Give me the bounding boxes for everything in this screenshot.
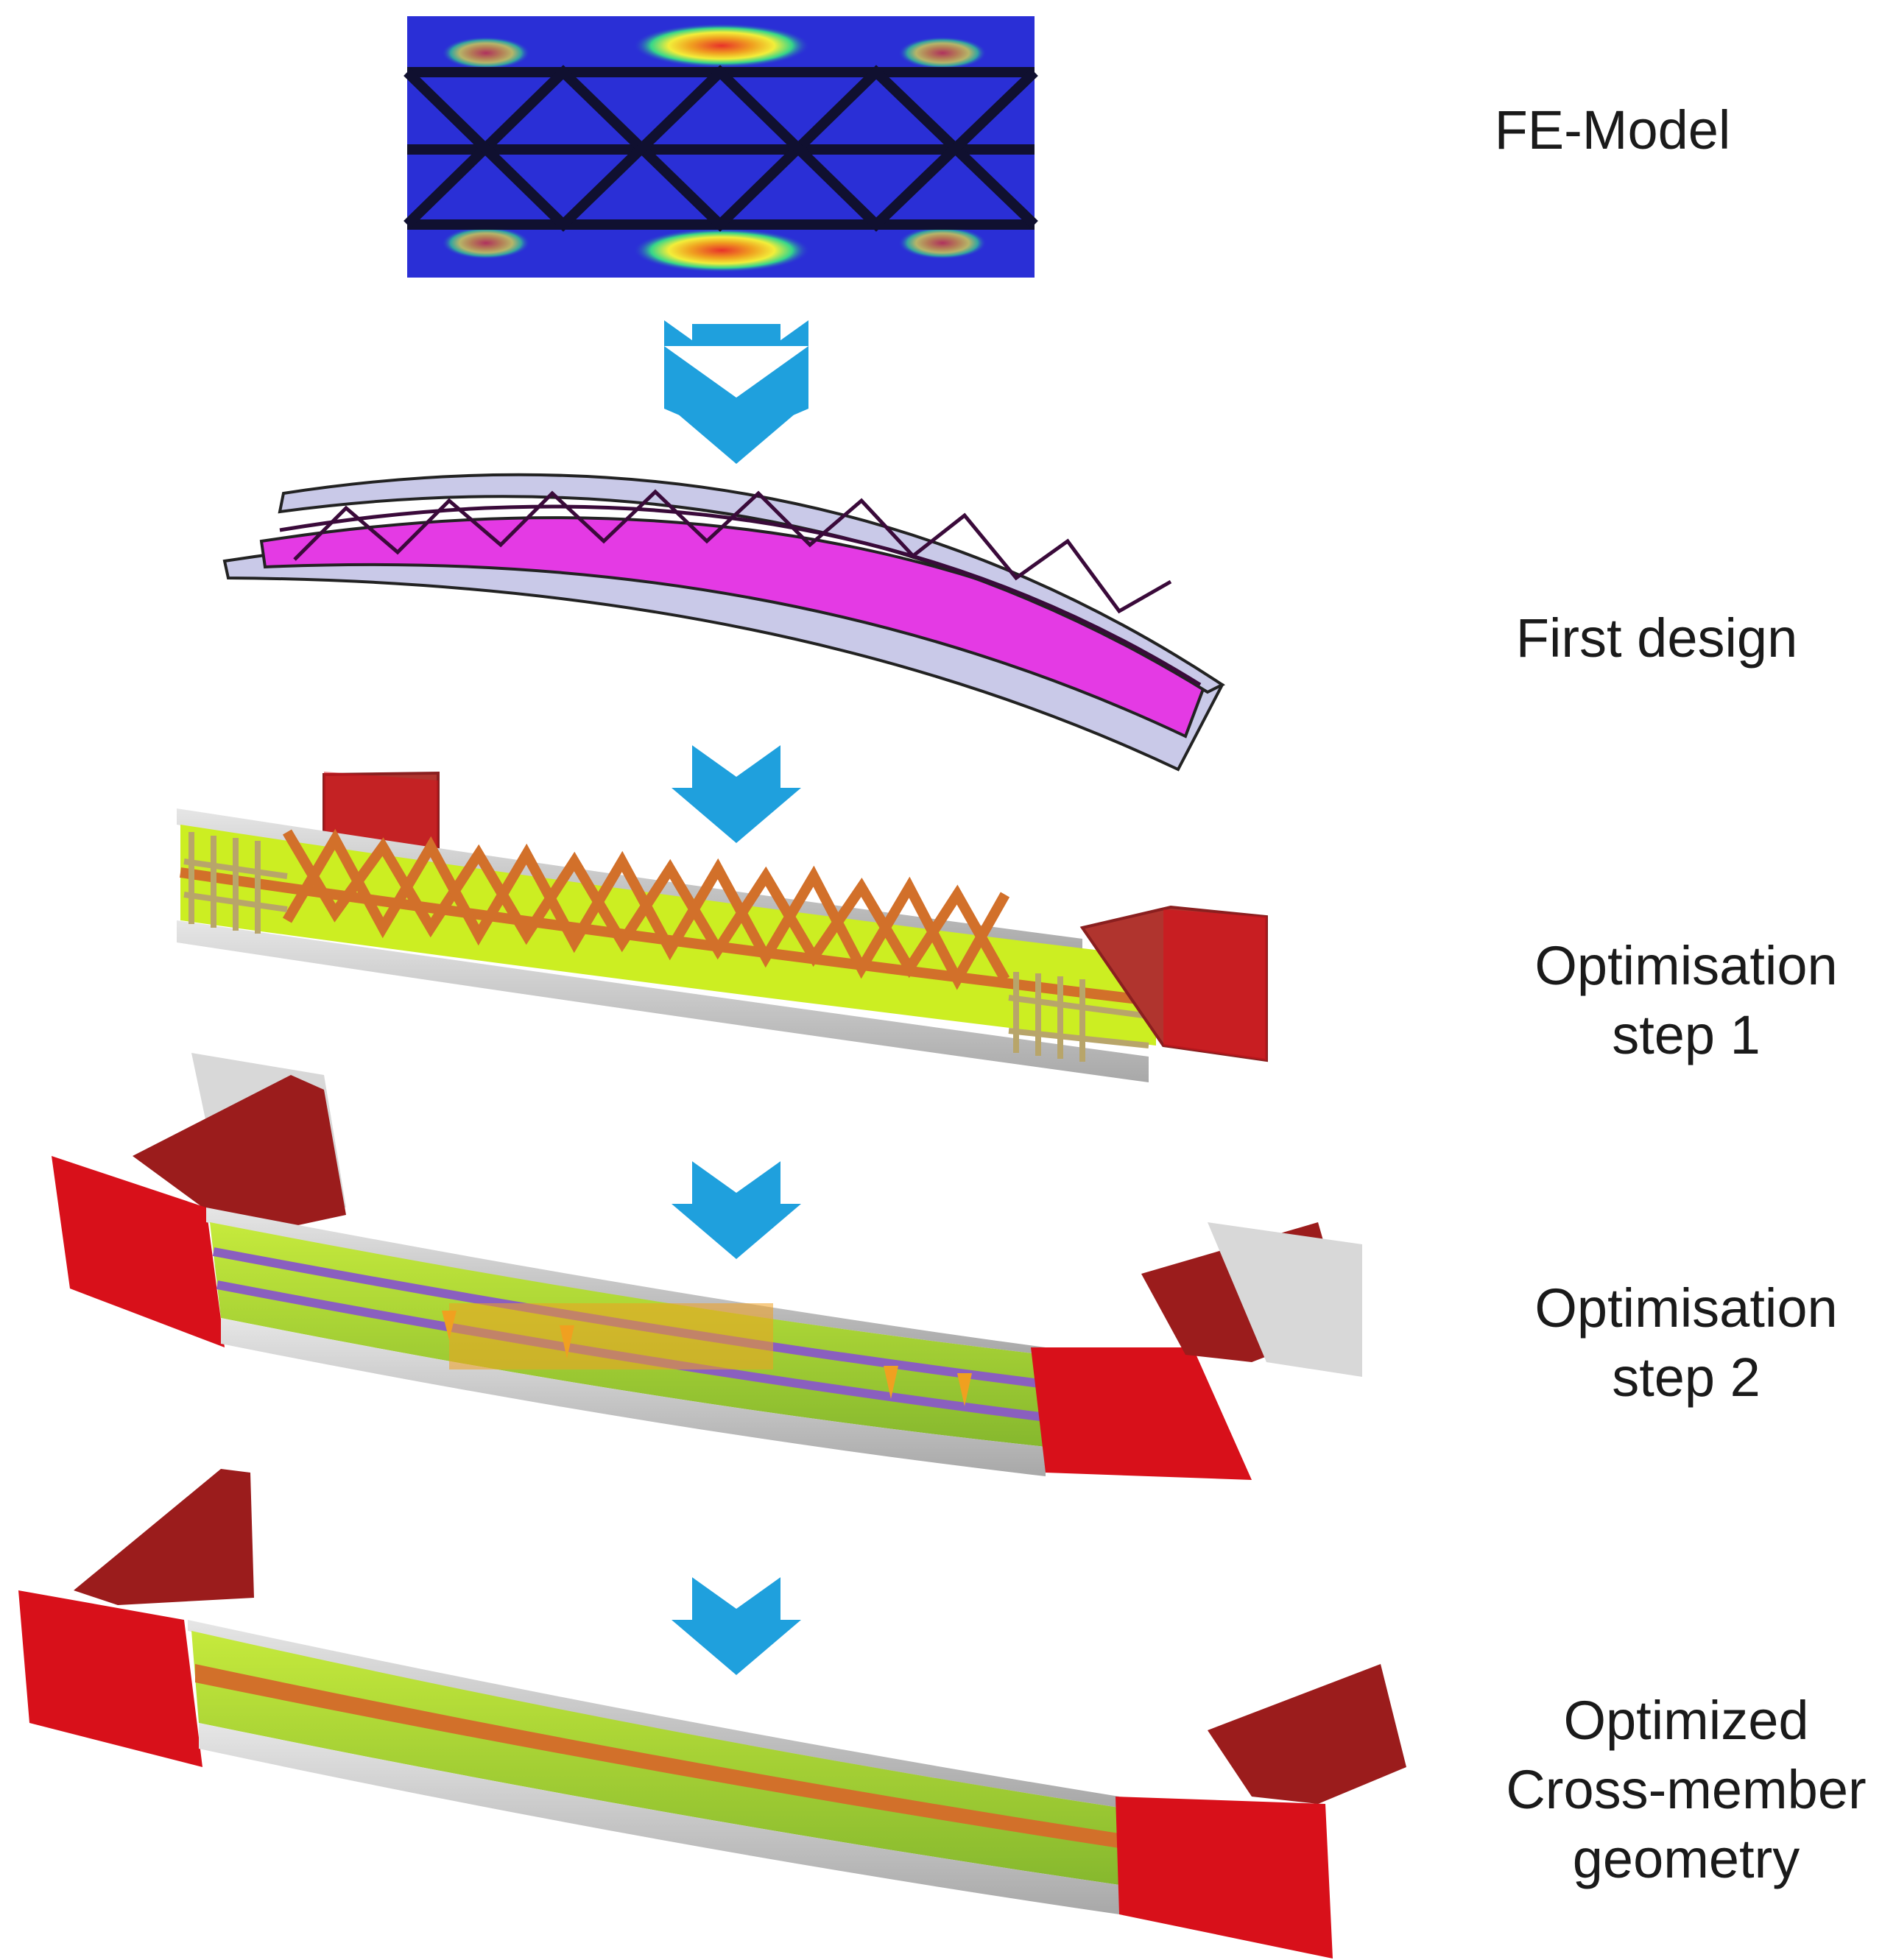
label-fe-model: FE-Model (1494, 99, 1731, 161)
label-optimized-geometry: Optimized Cross-member geometry (1506, 1690, 1867, 1889)
label-optimisation-step-2: Optimisation step 2 (1534, 1277, 1838, 1408)
first-design-image (222, 473, 1225, 772)
optimized-geometry-image (18, 1469, 1406, 1959)
label-first-design: First design (1515, 607, 1798, 669)
down-arrow-icon (664, 320, 808, 464)
down-arrow-icon (664, 699, 808, 843)
fe-model-image (403, 16, 1038, 278)
label-optimisation-step-1: Optimisation step 1 (1534, 935, 1838, 1065)
optimisation-step-2-image (52, 1053, 1362, 1480)
down-arrow-icon (664, 1531, 808, 1675)
optimisation-step-1-image (177, 771, 1268, 1082)
down-arrow-icon (664, 1115, 808, 1259)
